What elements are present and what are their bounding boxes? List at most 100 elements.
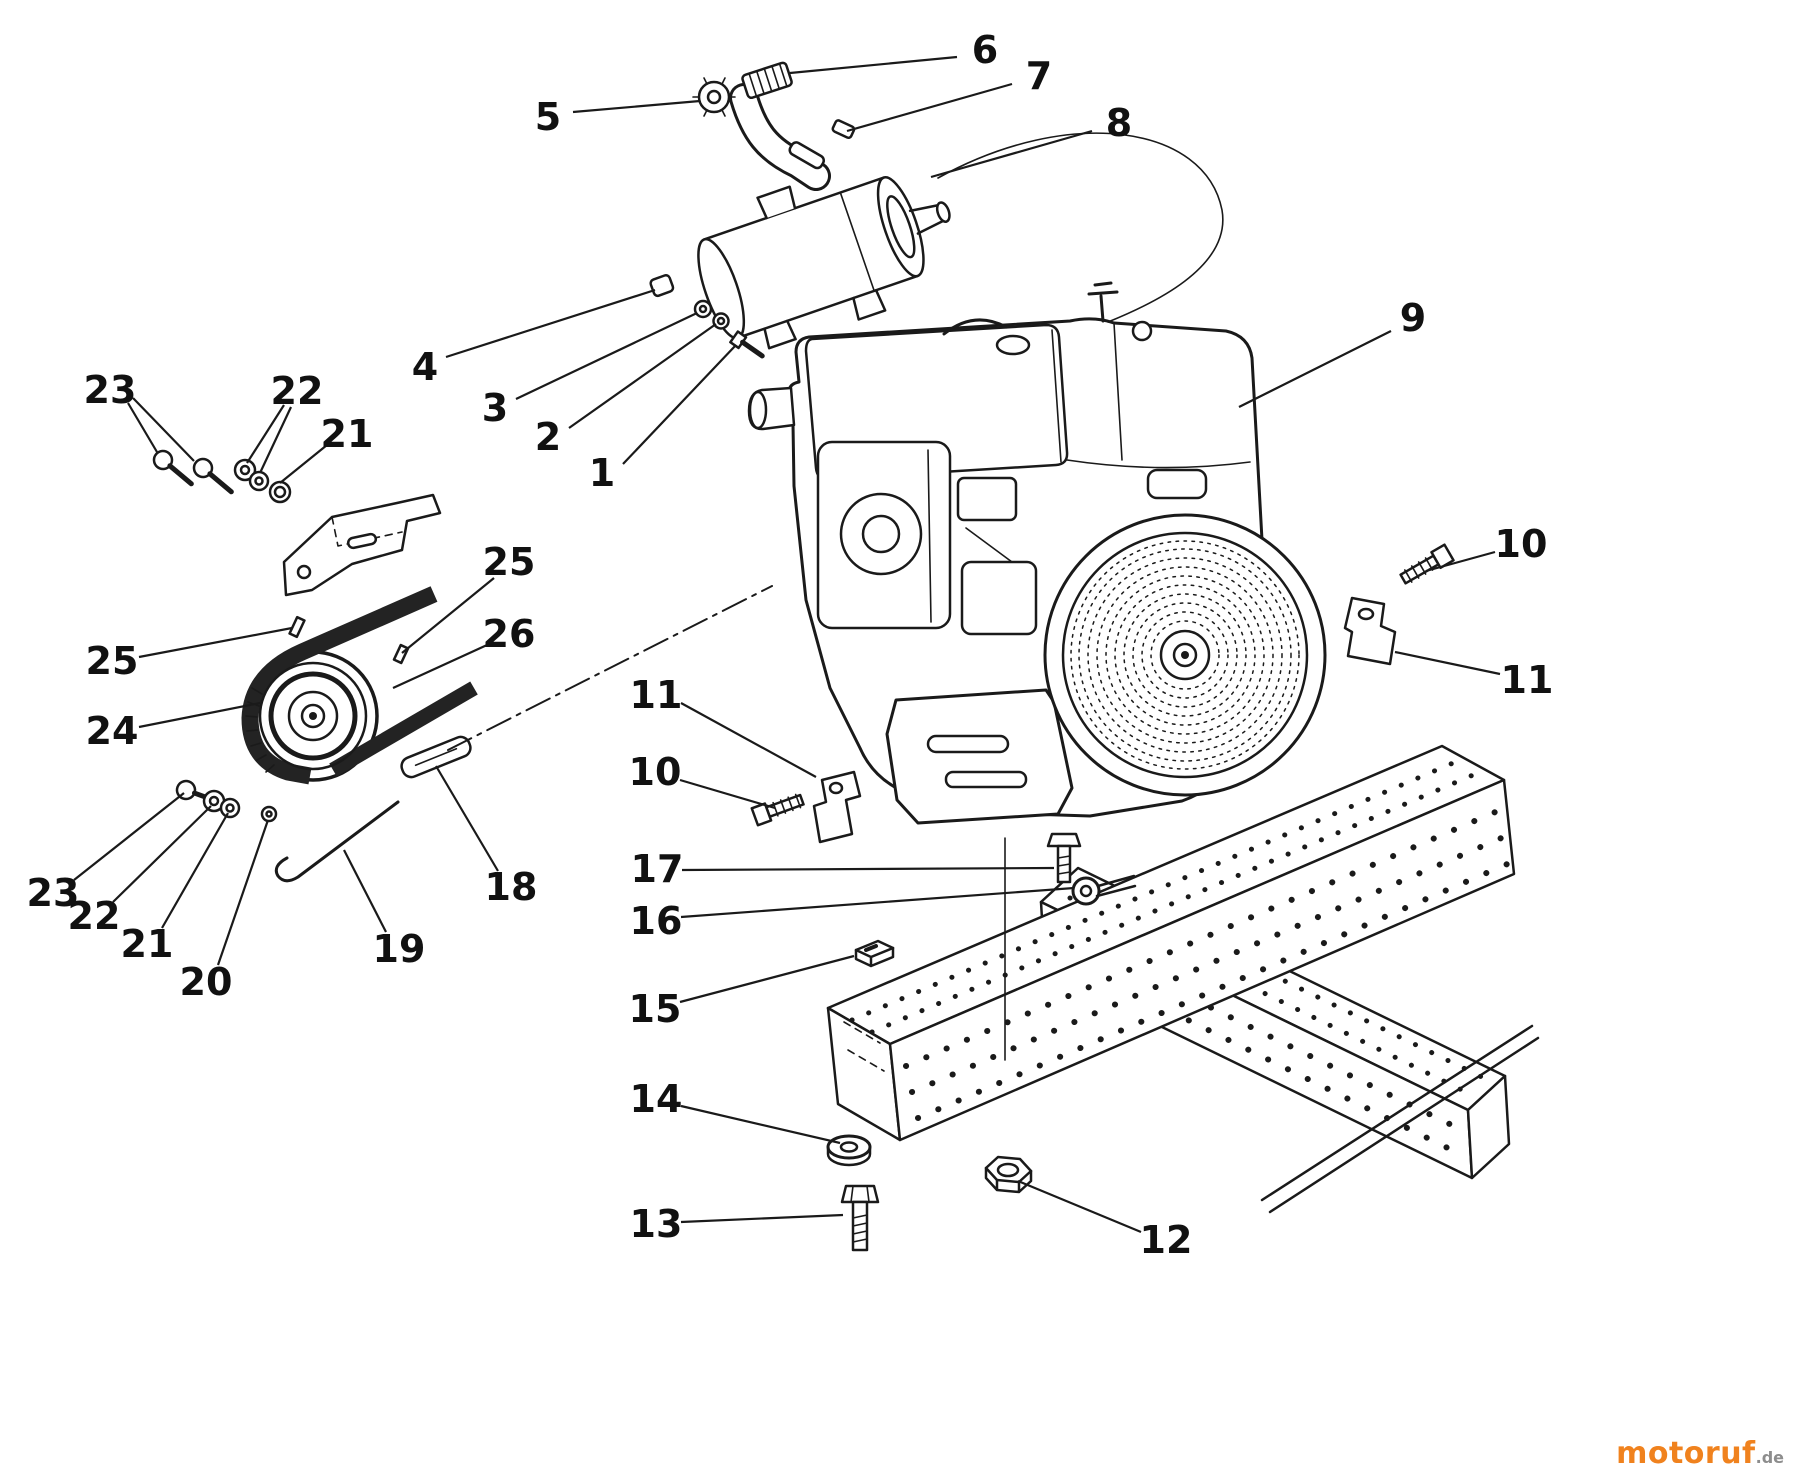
callout-leader-line — [1394, 650, 1501, 676]
callout-leader-line — [246, 404, 285, 464]
callout-label: 25 — [483, 540, 536, 584]
callout-leader-line — [259, 406, 292, 474]
v-belt — [241, 586, 438, 785]
fuel-tank — [804, 323, 1069, 481]
assembly-curve — [937, 132, 1224, 323]
nut — [268, 480, 292, 504]
frame — [826, 744, 1540, 1214]
callout-leader-line — [216, 819, 270, 966]
callout-label: 22 — [68, 894, 121, 938]
callout-label: 20 — [180, 960, 233, 1004]
callout-leader-line — [73, 792, 185, 881]
washer — [233, 458, 257, 482]
callout-label: 21 — [121, 922, 174, 966]
mount-bolt-left — [750, 793, 805, 827]
callout-leader-line — [789, 55, 958, 75]
callout-label: 7 — [1026, 54, 1052, 98]
callout-leader-line — [1238, 330, 1392, 408]
callout-leader-line — [572, 99, 701, 114]
callout-leader-line — [392, 643, 488, 690]
hex-nut — [984, 1155, 1033, 1194]
callout-leader-line — [138, 701, 261, 729]
fan-screen — [1043, 513, 1327, 797]
callout-leader-line — [680, 1104, 841, 1145]
threaded-nipple — [741, 61, 793, 100]
flat-washer — [826, 1134, 872, 1167]
muffler-assembly — [649, 61, 1224, 359]
bracket-fasteners — [152, 449, 292, 504]
callout-label: 19 — [373, 927, 426, 971]
shaft-spacer — [400, 735, 472, 779]
callout-label: 6 — [972, 28, 998, 72]
lift-handle — [942, 318, 1008, 336]
callout-leader-line — [930, 129, 1093, 179]
callout-label: 11 — [630, 673, 683, 717]
callout-leader-line — [127, 402, 158, 453]
callout-label: 16 — [630, 899, 683, 943]
callout-label: 24 — [86, 709, 139, 753]
screw — [152, 449, 194, 487]
callout-label: 3 — [482, 386, 508, 430]
callout-leader-line — [680, 1213, 844, 1224]
clamp-screw — [831, 119, 856, 140]
callout-leader-line — [1017, 1179, 1142, 1234]
screw — [192, 457, 234, 495]
mount-bracket-right — [1343, 596, 1397, 666]
callout-label: 25 — [86, 639, 139, 683]
callout-label: 17 — [631, 847, 684, 891]
idler-rod — [274, 800, 400, 883]
callout-label: 15 — [629, 987, 682, 1031]
flange-nut — [692, 77, 736, 117]
v-belt-lower-run — [329, 681, 478, 777]
watermark-suffix: .de — [1755, 1448, 1784, 1467]
callout-label: 23 — [84, 368, 137, 412]
hex-bolt — [840, 1184, 880, 1252]
callout-leader-line — [679, 954, 855, 1004]
callout-leader-line — [681, 866, 1055, 872]
callout-label: 4 — [412, 345, 438, 389]
callout-leader-line — [132, 397, 195, 462]
frame-rod — [1260, 1024, 1540, 1214]
callout-leader-line — [568, 323, 717, 429]
washer — [248, 470, 270, 492]
callout-leader-line — [622, 344, 737, 465]
pulley-belt-assembly — [175, 586, 478, 883]
callout-leader-line — [846, 82, 1013, 133]
callout-leader-line — [680, 702, 817, 778]
callout-leader-line — [401, 577, 495, 654]
key-pin-2 — [392, 643, 410, 665]
callout-leader-line — [161, 812, 229, 929]
callout-leader-line — [679, 778, 776, 810]
dipstick — [1087, 281, 1119, 323]
watermark-brand: motoruf — [1616, 1436, 1756, 1471]
mount-bolt-right — [1399, 543, 1455, 585]
callout-leader-line — [435, 765, 499, 872]
engine-base — [885, 688, 1074, 825]
callout-label: 8 — [1106, 101, 1132, 145]
spacer-pin — [260, 805, 278, 823]
callout-leader-line — [343, 849, 387, 933]
pulley-fasteners — [175, 779, 278, 823]
support-bracket — [282, 493, 442, 597]
artwork — [152, 61, 1540, 1252]
oil-fill-cap — [1131, 320, 1153, 342]
engine — [747, 281, 1327, 825]
callout-leader-line — [445, 288, 656, 359]
callout-label: 14 — [630, 1077, 683, 1121]
carburetor — [956, 476, 1018, 522]
shroud-vent — [1146, 468, 1208, 500]
muffler-fasteners — [649, 273, 765, 359]
muffler-outlet — [935, 201, 951, 223]
pipe-clamp — [788, 141, 826, 170]
callout-label: 10 — [629, 750, 682, 794]
centerline — [447, 585, 773, 751]
mount-bracket-left — [812, 770, 862, 844]
watermark: motoruf.de — [1616, 1436, 1784, 1471]
callout-leader-line — [680, 886, 1075, 919]
callout-label: 2 — [535, 415, 561, 459]
callout-label: 1 — [589, 451, 615, 495]
callout-leader-line — [279, 444, 328, 484]
lock-washer — [219, 797, 241, 819]
